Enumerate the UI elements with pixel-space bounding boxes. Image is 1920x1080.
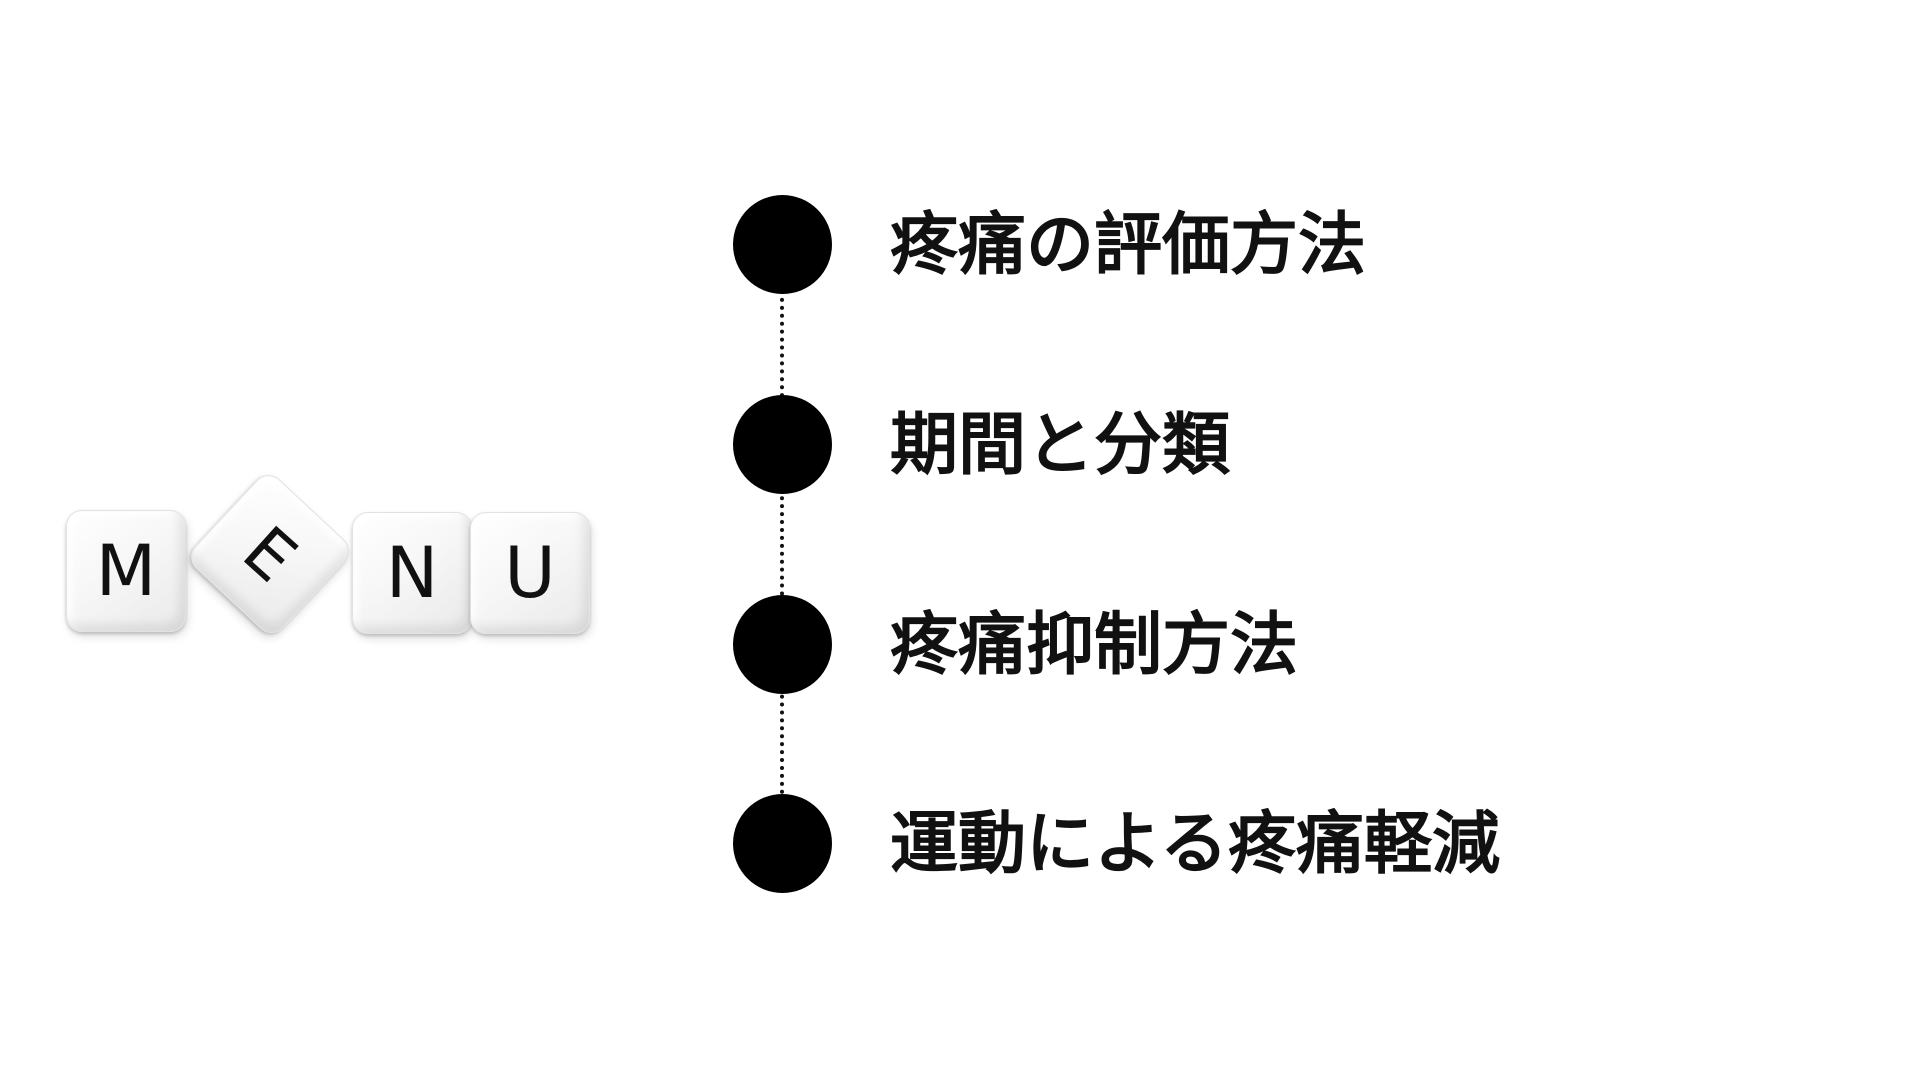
timeline-bullet [733,794,832,893]
menu-item-exercise-pain-relief: 運動による疼痛軽減 [890,805,1500,884]
die-letter: M [95,530,157,612]
timeline-bullet [733,195,832,294]
timeline-bullet [733,595,832,694]
menu-item-pain-assessment: 疼痛の評価方法 [890,206,1367,285]
menu-item-pain-suppression: 疼痛抑制方法 [890,606,1299,685]
timeline-bullet [733,395,832,494]
die-u: U [470,512,590,634]
die-n: N [352,512,472,634]
die-letter: U [504,532,556,614]
menu-item-duration-classification: 期間と分類 [890,406,1231,485]
die-m: M [66,510,186,632]
die-letter: N [385,532,439,614]
timeline-dotted-line [780,290,784,850]
menu-dice-image: M E N U [0,0,620,700]
